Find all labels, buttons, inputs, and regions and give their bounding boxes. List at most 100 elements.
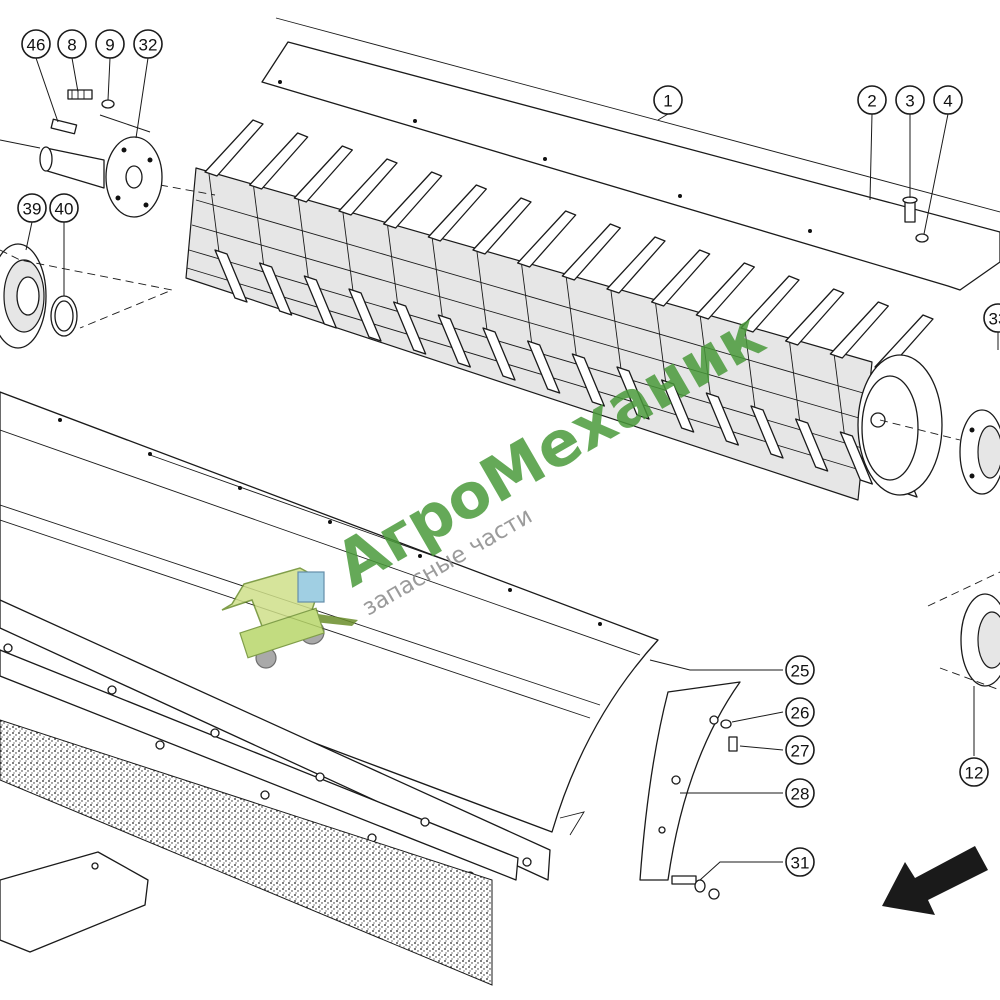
beater-fin-top [517, 210, 577, 268]
beater-fin-bottom [705, 392, 739, 446]
callout-label: 26 [791, 704, 810, 723]
beater-fin-top [829, 301, 889, 359]
beater-fin-web [789, 342, 801, 422]
beater-fin-bottom [750, 405, 784, 459]
beater-fin-top [785, 288, 845, 346]
beater-fin-web [208, 173, 220, 253]
pan-hole [148, 452, 152, 456]
callout-labels: 4689321234394033252627283112 [17, 29, 1000, 877]
callout-39: 39 [17, 193, 47, 223]
beater-fin-top [561, 223, 621, 281]
beater-fin-bottom [571, 353, 605, 407]
callout-label: 9 [105, 36, 114, 55]
beater-fin-bottom [795, 418, 829, 472]
brush-strip [0, 719, 493, 986]
callout-9: 9 [95, 29, 125, 59]
pan-hole [58, 418, 62, 422]
beater-fin-bottom [259, 262, 293, 316]
pan-hole [238, 486, 242, 490]
callout-25: 25 [785, 655, 815, 685]
beater-fin-web [655, 303, 667, 383]
beater-fin-bottom [616, 366, 650, 420]
beater-fin-web [387, 225, 399, 305]
beater-fin-bottom [214, 249, 248, 303]
beater-fin-bottom [393, 301, 427, 355]
callout-27: 27 [785, 735, 815, 765]
callout-label: 40 [55, 200, 74, 219]
callout-label: 31 [791, 854, 810, 873]
callout-8: 8 [57, 29, 87, 59]
beater-fin-bottom [437, 314, 471, 368]
beater-fin-bottom [527, 340, 561, 394]
right-bearing [959, 409, 1000, 495]
callout-label: 28 [791, 785, 810, 804]
strip-bolt [155, 740, 165, 750]
beater-fin-top [249, 132, 309, 190]
bolt-washer-3-4 [902, 196, 929, 243]
beater-fin-web [253, 186, 265, 266]
callout-32: 32 [133, 29, 163, 59]
callout-label: 3 [905, 92, 914, 111]
callout-1: 1 [653, 85, 683, 115]
callout-label: 33 [989, 310, 1000, 329]
beater-fin-web [431, 238, 443, 318]
pan-hole [418, 554, 422, 558]
mounting-strips [0, 599, 551, 881]
callout-label: 2 [867, 92, 876, 111]
strip-bolt [315, 772, 325, 782]
pan-hole [328, 520, 332, 524]
beater-fin-web [610, 290, 622, 370]
beater-fin-web [521, 264, 533, 344]
callout-26: 26 [785, 697, 815, 727]
beater-fin-top [695, 262, 755, 320]
callout-label: 4 [943, 92, 952, 111]
beater-fin-top [204, 119, 264, 177]
right-flange [927, 571, 1000, 691]
shaft-flange [0, 89, 163, 218]
pan-hole [508, 588, 512, 592]
strip-bolt [420, 817, 430, 827]
beater-fin-bottom [482, 327, 516, 381]
callout-label: 32 [139, 36, 158, 55]
strip-bolt [3, 643, 13, 653]
callout-label: 8 [67, 36, 76, 55]
beater-fin-web [476, 251, 488, 331]
beater-fin-top [606, 236, 666, 294]
side-plate [639, 681, 741, 900]
beater-fin-bottom [303, 275, 337, 329]
beater-fin-bottom [348, 288, 382, 342]
callout-label: 39 [23, 200, 42, 219]
beater-fin-top [338, 158, 398, 216]
direction-arrow-icon [882, 846, 988, 915]
callout-4: 4 [933, 85, 963, 115]
beater-fin-top [651, 249, 711, 307]
beater-fin-top [427, 184, 487, 242]
callout-label: 25 [791, 662, 810, 681]
callout-label: 27 [791, 742, 810, 761]
callout-label: 1 [663, 92, 672, 111]
small-plate [0, 851, 149, 953]
callout-28: 28 [785, 778, 815, 808]
beater-fin-web [342, 212, 354, 292]
cover-plate [261, 17, 1000, 291]
callout-31: 31 [785, 847, 815, 877]
callout-40: 40 [49, 193, 79, 223]
bearing-housing [0, 243, 174, 349]
pan-hole [598, 622, 602, 626]
beater-fin-top [472, 197, 532, 255]
strip-bolt [522, 857, 532, 867]
beater-fin-bottom [839, 431, 873, 485]
beater-fin-top [293, 145, 353, 203]
beater-fin-web [565, 277, 577, 357]
beater-fin-web [297, 199, 309, 279]
beater-drum [159, 119, 961, 501]
callout-33: 33 [983, 303, 1000, 333]
callout-label: 46 [27, 36, 46, 55]
beater-fin-web [744, 329, 756, 409]
combine-harvester-icon [221, 567, 358, 669]
strip-bolt [260, 790, 270, 800]
callout-2: 2 [857, 85, 887, 115]
callout-3: 3 [895, 85, 925, 115]
callout-12: 12 [959, 757, 989, 787]
